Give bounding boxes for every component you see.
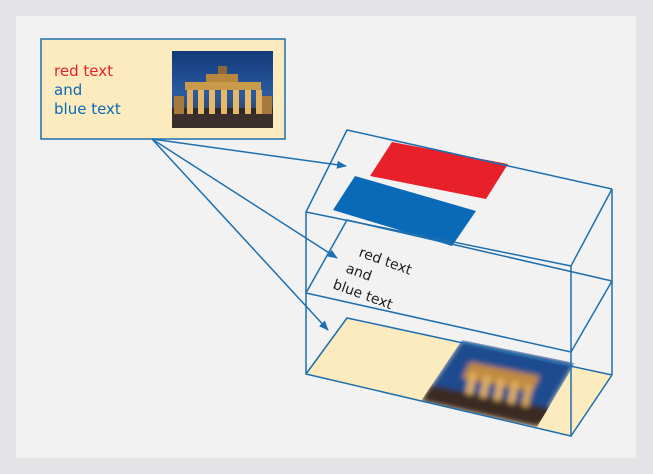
layer-box-outline [305,129,613,437]
brandenburg-gate-photo [172,51,273,128]
text-layer: red text and blue text [331,245,415,314]
blurred-brandenburg-gate-photo [421,340,575,427]
source-blue-text: blue text [54,100,121,118]
bottom-layer [306,318,612,436]
source-and-text: and [54,81,82,99]
source-red-text: red text [54,62,113,80]
red-bar [370,142,508,199]
arrows [151,138,347,331]
arrow-to-top-layer [151,138,347,169]
blue-bar [333,176,476,246]
top-layer-shapes [333,142,508,246]
source-box: red text and blue text [40,38,286,140]
arrow-to-bottom-layer [151,138,329,331]
